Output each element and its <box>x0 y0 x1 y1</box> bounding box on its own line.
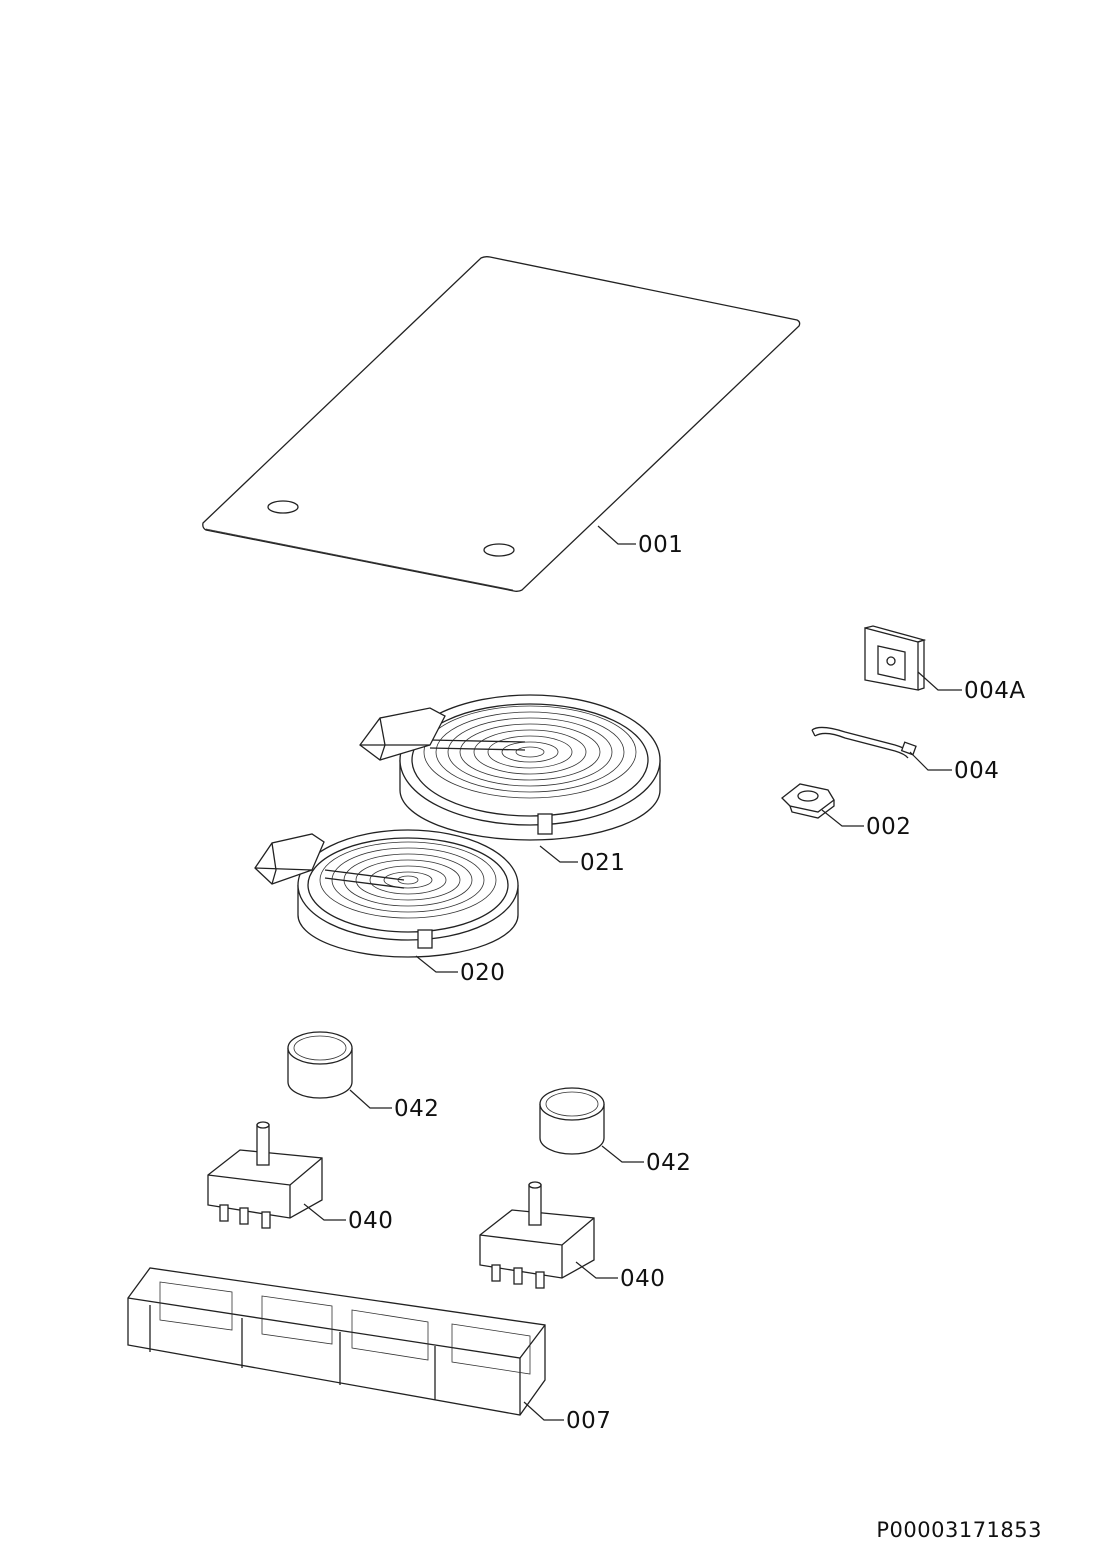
control-knob-042-left <box>287 1031 353 1099</box>
part-label-002: 002 <box>866 814 911 840</box>
leader-lines <box>303 525 962 1421</box>
clip-004 <box>811 726 917 759</box>
bracket-004A <box>864 625 927 691</box>
part-labels: 001 004A 004 002 021 020 042 042 040 040… <box>348 532 1026 1434</box>
part-label-040-right: 040 <box>620 1266 665 1292</box>
part-label-001: 001 <box>638 532 683 558</box>
glass-plate-001 <box>202 256 801 592</box>
regulator-housing-007 <box>127 1267 546 1416</box>
part-label-004A: 004A <box>964 678 1026 704</box>
part-label-021: 021 <box>580 850 625 876</box>
part-label-042-left: 042 <box>394 1096 439 1122</box>
part-label-042-right: 042 <box>646 1150 691 1176</box>
part-label-020: 020 <box>460 960 505 986</box>
heating-element-020 <box>254 829 519 958</box>
limiter-002 <box>781 783 835 819</box>
control-knob-042-right <box>539 1087 605 1155</box>
document-id: P00003171853 <box>876 1518 1042 1542</box>
part-label-040-left: 040 <box>348 1208 393 1234</box>
energy-regulator-040-right <box>479 1181 595 1289</box>
heating-element-021 <box>359 694 661 841</box>
part-label-007: 007 <box>566 1408 611 1434</box>
part-label-004: 004 <box>954 758 999 784</box>
energy-regulator-040-left <box>207 1121 323 1229</box>
